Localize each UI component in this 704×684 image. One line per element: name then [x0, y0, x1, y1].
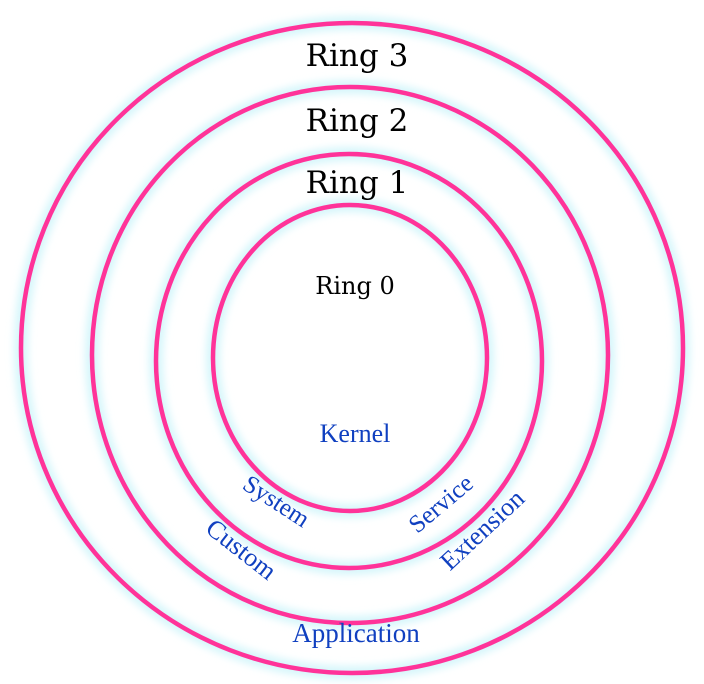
label-application: Application [292, 618, 420, 648]
ring-2 [89, 84, 611, 626]
rings [18, 20, 686, 676]
ring-0 [210, 202, 490, 514]
ring-3 [18, 20, 686, 676]
ring-3-title: Ring 3 [306, 38, 409, 74]
ring-2-title: Ring 2 [306, 103, 409, 139]
ring-1 [153, 151, 545, 571]
ring-1-title: Ring 1 [306, 165, 409, 201]
ring-0-title: Ring 0 [315, 272, 394, 300]
label-kernel: Kernel [320, 419, 391, 448]
